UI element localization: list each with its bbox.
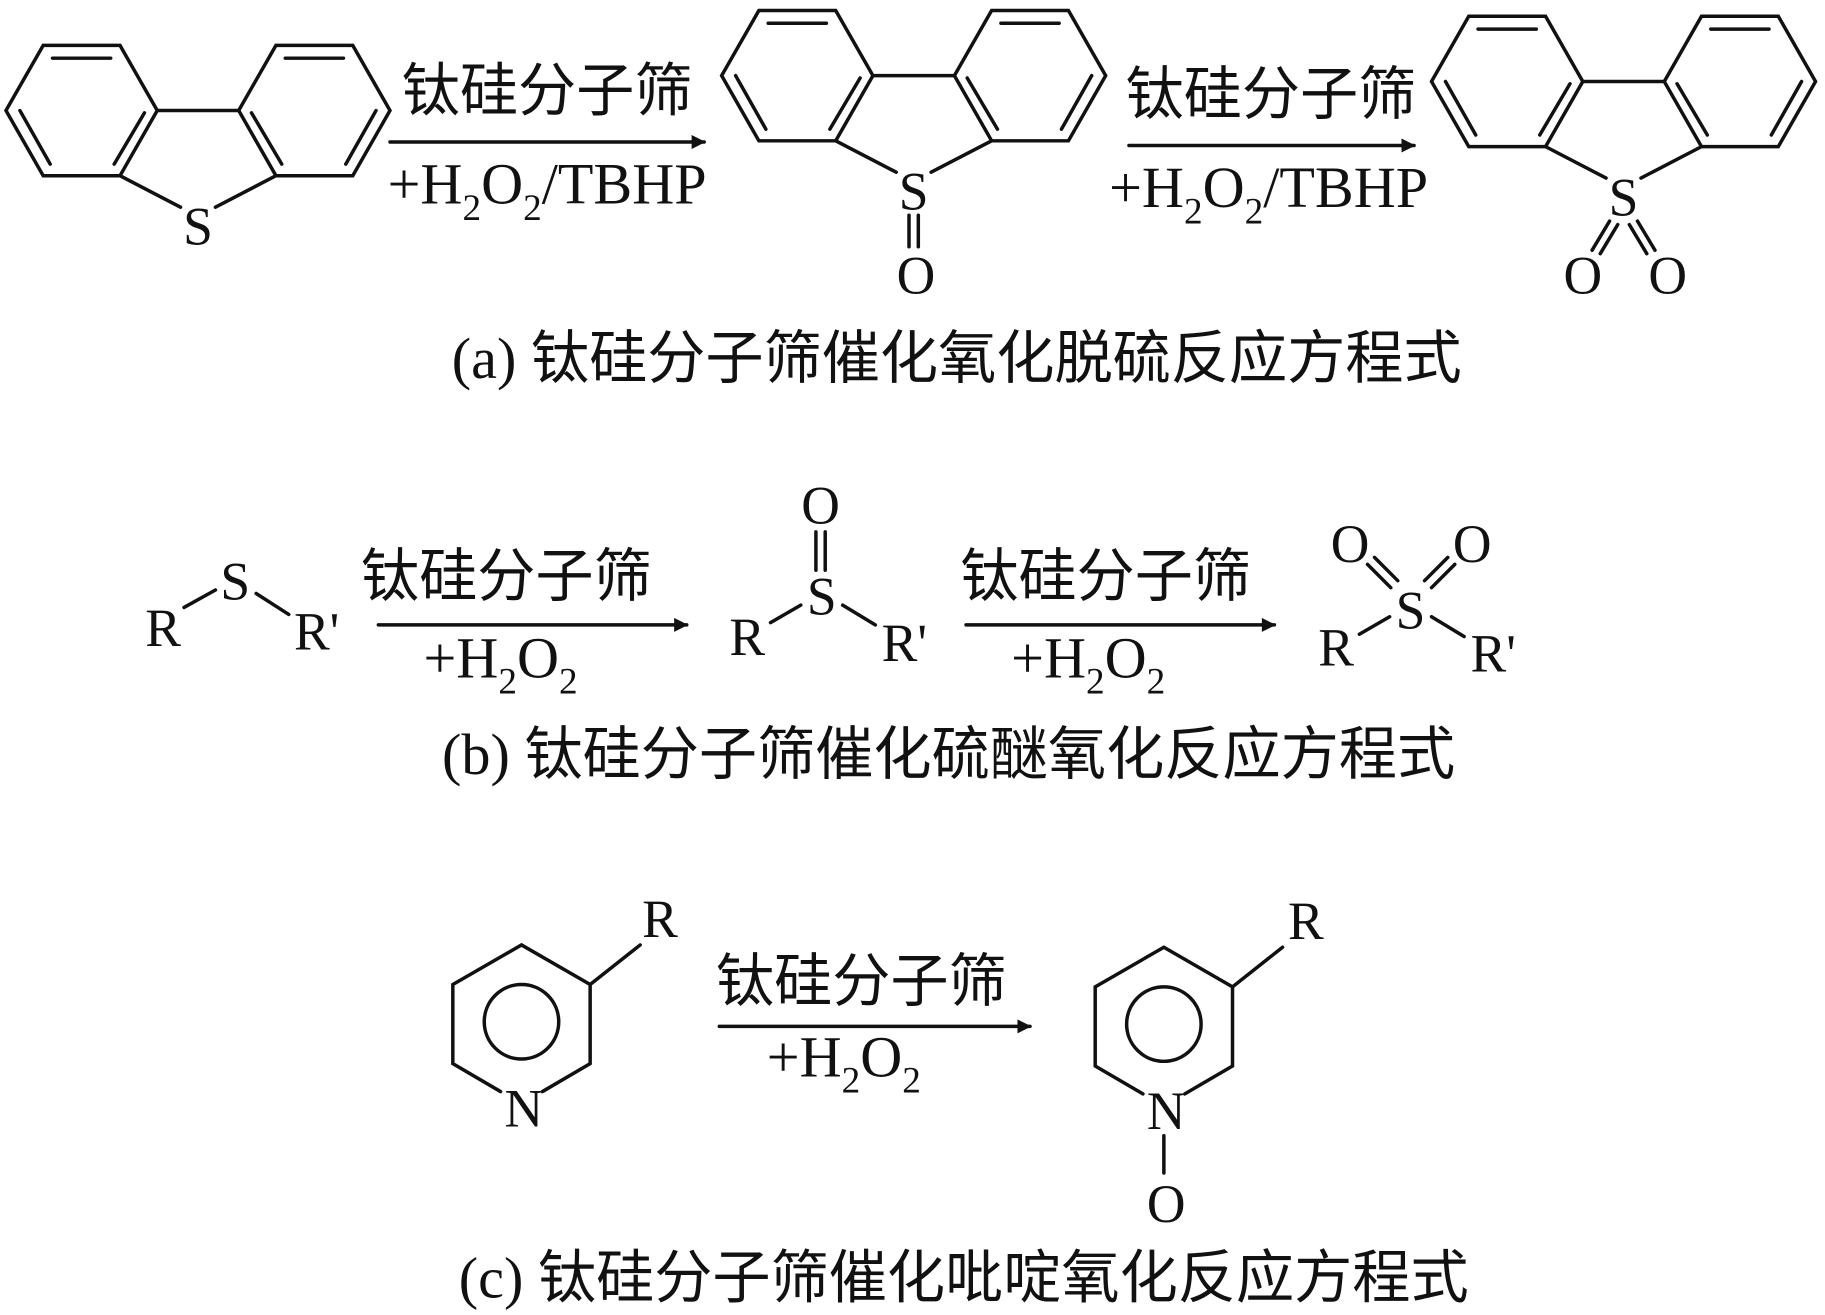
reaction-arrow-c: 钛硅分子筛 +H2O2 xyxy=(716,949,1032,1102)
reaction-arrow-b1: 钛硅分子筛 +H2O2 xyxy=(361,544,689,703)
reagent-label: +H2O2/TBHP xyxy=(1109,155,1428,232)
oxygen-atom-label: O xyxy=(1648,245,1687,305)
catalyst-label: 钛硅分子筛 xyxy=(1125,62,1416,127)
r-group-label: R xyxy=(1318,618,1354,678)
r-prime-group-label: R' xyxy=(1471,623,1516,683)
nitrogen-atom-label: N xyxy=(1147,1081,1186,1141)
catalyst-label: 钛硅分子筛 xyxy=(960,544,1251,609)
r-group-label: R xyxy=(642,889,678,949)
oxygen-atom-label: O xyxy=(897,245,936,305)
reagent-label: +H2O2 xyxy=(424,625,578,702)
catalyst-label: 钛硅分子筛 xyxy=(716,949,1007,1014)
r-prime-group-label: R' xyxy=(882,613,927,673)
sulfur-atom-label: S xyxy=(220,551,250,611)
dibenzothiophene-sulfoxide-structure: S O xyxy=(719,8,1108,305)
reagent-label: +H2O2/TBHP xyxy=(388,152,707,229)
dibenzothiophene-structure: S xyxy=(4,43,392,256)
caption-c: (c) 钛硅分子筛催化吡啶氧化反应方程式 xyxy=(459,1246,1469,1311)
r-prime-group-label: R' xyxy=(294,601,339,661)
r-group-label: R xyxy=(1288,891,1324,951)
sulfur-atom-label: S xyxy=(1396,580,1426,640)
sulfoxide-structure: O S R R' xyxy=(729,476,927,673)
caption-b: (b) 钛硅分子筛催化硫醚氧化反应方程式 xyxy=(442,722,1455,787)
reaction-arrow-a2: 钛硅分子筛 +H2O2/TBHP xyxy=(1109,62,1428,232)
reaction-arrow-a1: 钛硅分子筛 +H2O2/TBHP xyxy=(388,59,707,229)
catalyst-label: 钛硅分子筛 xyxy=(361,544,652,609)
catalyst-label: 钛硅分子筛 xyxy=(402,59,693,124)
dibenzothiophene-sulfone-structure: S O O xyxy=(1429,14,1818,305)
reaction-arrow-b2: 钛硅分子筛 +H2O2 xyxy=(960,544,1277,703)
sulfur-atom-label: S xyxy=(899,161,929,221)
sulfone-structure: O O S R R' xyxy=(1318,514,1516,683)
r-group-label: R xyxy=(145,598,181,658)
oxygen-atom-label: O xyxy=(801,476,840,536)
r-group-label: R xyxy=(729,607,765,667)
reagent-label: +H2O2 xyxy=(767,1024,921,1101)
sulfur-atom-label: S xyxy=(183,196,213,256)
reagent-label: +H2O2 xyxy=(1011,625,1165,702)
sulfur-atom-label: S xyxy=(807,566,837,626)
nitrogen-atom-label: N xyxy=(504,1078,543,1138)
oxygen-atom-label: O xyxy=(1453,514,1492,574)
oxygen-atom-label: O xyxy=(1147,1174,1186,1234)
sulfur-atom-label: S xyxy=(1609,167,1639,227)
pyridine-n-oxide-structure: R N O xyxy=(1093,891,1324,1234)
sulfide-structure: R S R' xyxy=(145,551,339,661)
pyridine-structure: R N xyxy=(451,889,678,1138)
oxygen-atom-label: O xyxy=(1563,245,1602,305)
caption-a: (a) 钛硅分子筛催化氧化脱硫反应方程式 xyxy=(452,326,1462,391)
oxygen-atom-label: O xyxy=(1331,514,1370,574)
